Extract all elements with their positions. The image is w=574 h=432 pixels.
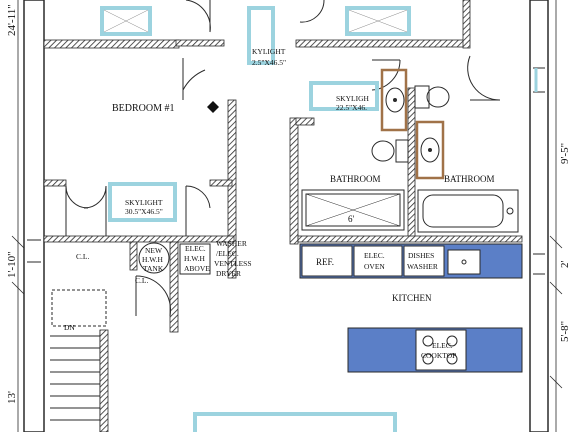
skylight-bottom [193, 412, 397, 432]
dim-right-top: 9'-5" [559, 143, 571, 164]
toilet-and-sink-left [380, 68, 450, 132]
bathtub [417, 189, 519, 233]
label-closet-mid: C.L. [135, 276, 148, 285]
skylight-top-mid [247, 6, 275, 65]
label-hwh-3: TANK [143, 264, 164, 273]
diamond-marker [207, 101, 219, 113]
label-elec-hwh-3: ABOVE [184, 264, 210, 273]
label-dishwasher-1: DISHES [408, 251, 434, 260]
label-dishwasher-2: WASHER [407, 262, 438, 271]
label-washer-4: DRYER [216, 269, 241, 278]
label-skylight-bath-1: SKYLIGH [336, 94, 369, 103]
skylights [100, 6, 411, 432]
exterior-wall-right [529, 0, 549, 432]
dim-right-mid: 2' [559, 261, 571, 269]
dim-right-bottom: 5'-8" [559, 321, 571, 342]
label-bathroom-left: BATHROOM [330, 174, 381, 184]
skylight-cross-lines [103, 9, 408, 33]
label-kitchen: KITCHEN [392, 293, 432, 303]
elec-hwh [179, 243, 211, 275]
label-skylight-top-mid-2: 2.5"X46.5" [252, 58, 286, 67]
attic-hatch [51, 289, 107, 327]
label-closet-left: C.L. [76, 252, 89, 261]
kitchen-sink [447, 249, 481, 275]
stair-wall [99, 329, 109, 432]
label-elec-hwh-1: ELEC. [185, 244, 206, 253]
label-cooktop-1: ELEC. [432, 341, 453, 350]
label-washer-2: /ELEC. [216, 249, 239, 258]
label-stair-down: DN [64, 323, 75, 332]
exterior-wall-left [23, 0, 45, 432]
label-cooktop-2: COOKTOP [421, 351, 456, 360]
dim-left-bottom: 13' [6, 391, 18, 404]
dishwasher [403, 245, 445, 277]
skylight-bedroom [108, 182, 177, 222]
skylight-top-left [100, 6, 152, 36]
dim-left-top: 24'-11" [6, 4, 18, 36]
label-bedroom: BEDROOM #1 [112, 103, 175, 114]
refrigerator [301, 245, 353, 277]
label-bathroom-right: BATHROOM [444, 174, 495, 184]
hwh-tank [138, 242, 170, 274]
label-shower-size: 6' [348, 214, 355, 224]
stair-treads [50, 330, 101, 432]
label-hwh-2: H.W.H [142, 255, 164, 264]
sink-drain [461, 259, 467, 265]
label-oven-1: ELEC. [364, 251, 385, 260]
label-oven-2: OVEN [364, 262, 385, 271]
cooktop-burners [422, 335, 458, 365]
label-skylight-bed-1: SKYLIGHT [125, 198, 163, 207]
oven [353, 245, 403, 277]
dimension-lines [11, 0, 563, 432]
label-refrigerator: REF. [316, 257, 334, 267]
skylight-top-right [345, 6, 411, 36]
windows [27, 67, 545, 275]
label-skylight-bed-2: 30.5"X46.5" [125, 207, 163, 216]
label-elec-hwh-2: H.W.H [184, 254, 206, 263]
cooktop [415, 329, 467, 371]
label-washer-3: VENTLESS [214, 259, 252, 268]
dim-left-mid: 1'-10" [6, 251, 18, 278]
skylight-bathroom [309, 81, 379, 111]
label-washer-1: WASHER [216, 239, 247, 248]
toilet-and-sink-right [371, 120, 445, 180]
label-skylight-top-mid-1: KYLIGHT [252, 47, 286, 56]
label-skylight-bath-2: 22.5"X46. [336, 103, 367, 112]
label-hwh-1: NEW [145, 246, 163, 255]
interior-walls [43, 0, 523, 333]
shower [301, 189, 405, 231]
